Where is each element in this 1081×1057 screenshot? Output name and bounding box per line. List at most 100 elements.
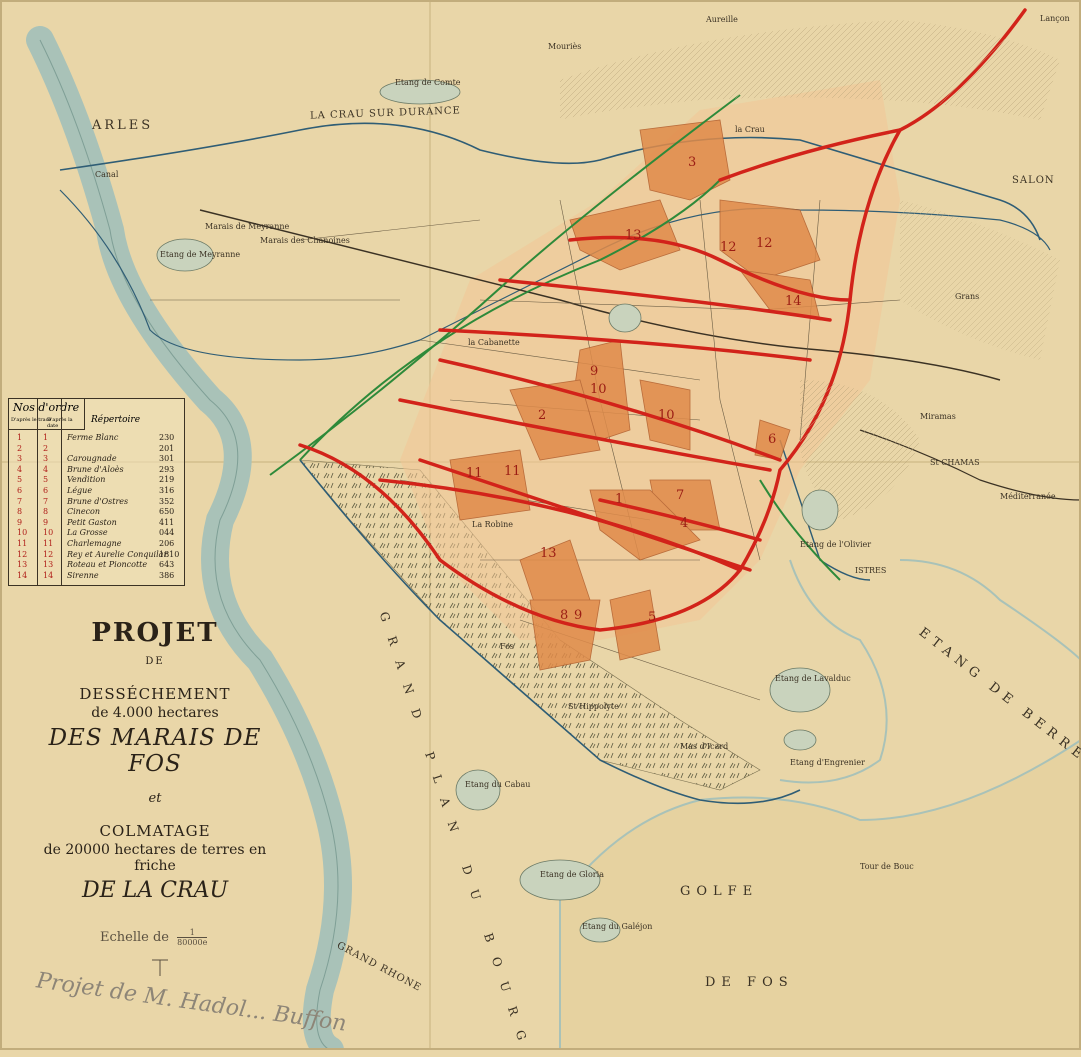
legend-order-a: 13 — [17, 560, 28, 570]
label-fos: Fos — [500, 642, 515, 651]
legend-order-b: 9 — [43, 517, 49, 527]
label-etang-gloria: Etang de Gloria — [540, 870, 604, 879]
legend-order-a: 5 — [17, 475, 23, 485]
label-etang-galeijon: Etang du Galéjon — [582, 922, 653, 931]
label-la-robine: La Robine — [472, 520, 514, 529]
title-et: et — [148, 791, 162, 806]
legend-row: 10 10 La Grosse 044 — [9, 528, 184, 539]
legend-order-a: 3 — [17, 454, 23, 464]
legend-name: Petit Gaston — [67, 517, 117, 527]
parcel-number: 13 — [540, 546, 557, 561]
legend-value: 650 — [159, 507, 175, 517]
title-marais-de-fos: DES MARAIS DE FOS — [48, 725, 262, 777]
canal-north — [59, 122, 1041, 241]
etang-de-berre-shore — [899, 559, 1081, 661]
etang-olivier — [801, 489, 839, 531]
legend-value: 044 — [159, 528, 175, 538]
salon-hills — [900, 200, 1060, 360]
legend-value: 219 — [159, 475, 175, 485]
parcel-number: 7 — [676, 488, 685, 503]
legend-order-a: 10 — [17, 528, 28, 538]
parcel-number: 1 — [615, 492, 624, 507]
grand-rhone-river-edge — [39, 39, 339, 1050]
legend-order-a: 1 — [17, 433, 23, 442]
legend-order-b: 13 — [43, 560, 54, 570]
etang-meyranne — [156, 238, 214, 272]
parcel-number: 10 — [658, 408, 675, 423]
legend-name: Sirenne — [67, 570, 99, 580]
label-la-crau: la Crau — [735, 125, 765, 134]
title-block: PROJET DE DESSÉCHEMENT de 4.000 hectares… — [30, 618, 280, 903]
parcel-number: 9 — [574, 608, 583, 623]
red-colmatage-lines — [298, 8, 1027, 632]
label-aureille: Aureille — [706, 15, 738, 24]
legend-name: Carougnade — [67, 454, 117, 464]
legend-order-a: 4 — [17, 464, 23, 474]
legend-value: 386 — [159, 570, 175, 580]
title-dessechement: DESSÉCHEMENT — [79, 685, 231, 703]
title-projet: PROJET — [91, 618, 219, 648]
coast-line — [779, 559, 888, 784]
legend-order-b: 2 — [43, 443, 49, 453]
legend-repertoire: Répertoire — [91, 415, 141, 425]
legend-table: Nos d'ordre D'après le tracé D'après la … — [8, 398, 185, 586]
parcel-2 — [509, 379, 601, 461]
parcel-number: 10 — [590, 382, 607, 397]
legend-value: 643 — [159, 560, 175, 570]
label-salon: SALON — [1012, 175, 1055, 186]
parcel-number: 11 — [504, 464, 521, 479]
parcel-10 — [639, 379, 691, 451]
title-de-la-crau: DE LA CRAU — [81, 878, 228, 903]
label-mas-d-icard: Mas d'Icard — [680, 742, 729, 751]
legend-name: Roteau et Pioncotte — [67, 560, 148, 570]
label-etang-lavalduc: Etang de Lavalduc — [775, 674, 851, 683]
label-etang-olivier: Etang de l'Olivier — [800, 540, 872, 549]
legend-order-a: 12 — [17, 549, 28, 559]
legend-name: Brune d'Ostres — [67, 496, 129, 506]
label-mouries: Mouriès — [548, 42, 582, 51]
title-colmatage: COLMATAGE — [99, 822, 211, 840]
legend-order-b: 12 — [43, 549, 54, 559]
legend-order-b: 3 — [43, 454, 49, 464]
legend-sub-a: D'après le tracé — [11, 417, 52, 423]
label-mediterranee: Méditerranée — [1000, 492, 1056, 501]
alpilles-hills — [560, 20, 1060, 120]
label-de-fos: DE FOS — [705, 975, 794, 990]
railway-line — [199, 209, 1001, 381]
label-tour-bouc: Tour de Bouc — [860, 862, 914, 871]
scale-bar-mark — [152, 959, 168, 976]
parcel-number: 12 — [720, 240, 737, 255]
legend-order-b: 7 — [43, 496, 49, 506]
parcel-number: 6 — [768, 432, 777, 447]
legend-order-a: 6 — [17, 486, 23, 495]
legend-name: Ferme Blanc — [67, 433, 119, 442]
legend-value: 1810 — [159, 549, 180, 559]
parcel-number: 3 — [688, 155, 697, 170]
scale-fraction: 1 80000e — [177, 928, 208, 947]
label-istres: ISTRES — [855, 566, 887, 575]
legend-name: Vendition — [67, 475, 106, 485]
legend-name: Cinecon — [67, 507, 101, 517]
legend-order-a: 2 — [17, 443, 23, 453]
scale-label: Echelle de 1 80000e — [100, 928, 208, 947]
label-etang-comte: Etang de Comte — [395, 78, 461, 87]
etang-entressen — [608, 303, 642, 333]
legend-order-a: 11 — [17, 539, 28, 548]
legend-value: 293 — [159, 464, 175, 474]
parcel-12 — [719, 199, 821, 281]
sea-golfe-de-fos — [559, 738, 1081, 1050]
legend-order-a: 9 — [17, 517, 23, 527]
legend-order-b: 10 — [43, 528, 54, 538]
parcel-number: 2 — [538, 408, 547, 423]
legend-name: La Grosse — [67, 528, 108, 538]
label-etang-engrenier: Etang d'Engrenier — [790, 758, 865, 767]
